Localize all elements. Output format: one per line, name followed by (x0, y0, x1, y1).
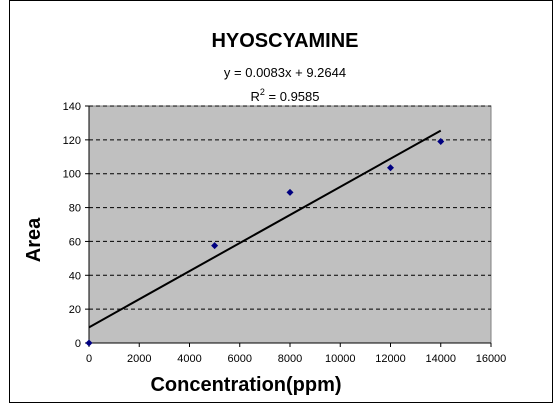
data-point-1 (211, 242, 219, 250)
tick-labels: 0 20 40 60 80 100 120 140 0 2000 4000 6000 8000 10000… (63, 101, 507, 365)
x-tick-label-0: 0 (86, 353, 92, 365)
x-tick-label-12000: 12000 (375, 353, 406, 365)
gridlines (89, 105, 491, 310)
y-tick-label-0: 0 (75, 338, 81, 350)
r-squared-label: R2 = 0.9585 (251, 87, 320, 104)
r-squared-value: = 0.9585 (265, 89, 320, 104)
y-tick-label-20: 20 (69, 304, 81, 316)
data-point-3 (387, 164, 394, 172)
x-tick-label-6000: 6000 (228, 353, 252, 365)
x-tick-label-8000: 8000 (278, 353, 302, 365)
x-tick-label-16000: 16000 (476, 353, 507, 365)
x-tick-label-2000: 2000 (127, 353, 151, 365)
r-squared-prefix: R (251, 89, 260, 104)
x-tick-label-10000: 10000 (325, 353, 356, 365)
x-axis-label: Concentration(ppm) (150, 374, 341, 396)
data-points (85, 138, 445, 347)
y-axis-label: Area (23, 217, 45, 262)
data-point-4 (437, 138, 445, 146)
data-point-0 (85, 339, 93, 347)
y-tick-label-60: 60 (69, 236, 81, 248)
y-tick-label-40: 40 (69, 270, 81, 282)
chart-title: HYOSCYAMINE (211, 30, 358, 52)
trendline-group (88, 129, 442, 329)
y-tick-label-120: 120 (63, 135, 81, 147)
y-tick-label-80: 80 (69, 203, 81, 215)
plot-area (88, 105, 492, 344)
y-tick-label-140: 140 (63, 101, 81, 113)
r-squared-superscript: 2 (260, 87, 265, 97)
trendline-equation: y = 0.0083x + 9.2644 (224, 65, 346, 80)
trendline (88, 129, 442, 329)
x-tick-label-4000: 4000 (177, 353, 201, 365)
x-tick-label-14000: 14000 (425, 353, 456, 365)
data-point-2 (286, 188, 294, 196)
y-tick-label-100: 100 (63, 169, 81, 181)
